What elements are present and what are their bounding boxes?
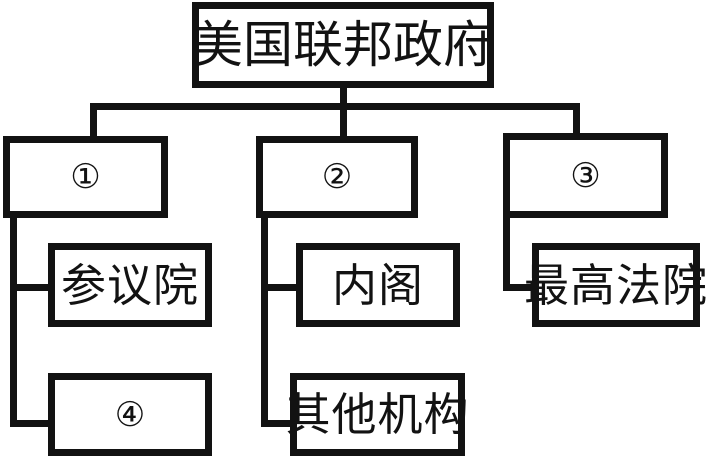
connector-stub-child2a <box>261 284 305 291</box>
node-cabinet-label: 内阁 <box>331 258 424 312</box>
node-root-label: 美国联邦政府 <box>193 16 493 74</box>
connector-trunk-branch2 <box>261 215 268 427</box>
node-blank-4[interactable]: ④ <box>48 373 212 456</box>
connector-drop-branch1 <box>90 103 97 136</box>
connector-stub-child3a <box>503 284 541 291</box>
node-supreme-court-label: 最高法院 <box>524 258 709 312</box>
connector-stub-child1b <box>10 420 55 427</box>
node-branch1-label: ① <box>70 157 101 197</box>
node-other-agencies[interactable]: 其他机构 <box>286 373 469 456</box>
connector-drop-branch2 <box>340 103 347 136</box>
node-supreme-court[interactable]: 最高法院 <box>524 243 707 327</box>
node-branch2-blank-2[interactable]: ② <box>256 136 418 218</box>
connector-stub-child2b <box>261 420 299 427</box>
node-branch2-label: ② <box>321 157 353 197</box>
connector-horizontal-bus <box>90 103 580 110</box>
connector-trunk-branch3 <box>503 215 510 291</box>
node-branch3-label: ③ <box>570 155 601 196</box>
node-blank4-label: ④ <box>114 394 146 435</box>
node-senate[interactable]: 参议院 <box>48 243 212 327</box>
node-root-federal-government[interactable]: 美国联邦政府 <box>192 2 494 88</box>
node-branch3-blank-3[interactable]: ③ <box>503 133 668 218</box>
connector-stub-child1a <box>10 284 55 291</box>
node-branch1-blank-1[interactable]: ① <box>3 136 168 218</box>
node-other-agencies-label: 其他机构 <box>285 388 470 441</box>
connector-trunk-branch1 <box>10 215 17 427</box>
connector-drop-branch3 <box>573 103 580 136</box>
connector-root-stem <box>340 85 347 110</box>
node-senate-label: 参议院 <box>60 258 199 312</box>
node-cabinet[interactable]: 内阁 <box>296 243 460 327</box>
